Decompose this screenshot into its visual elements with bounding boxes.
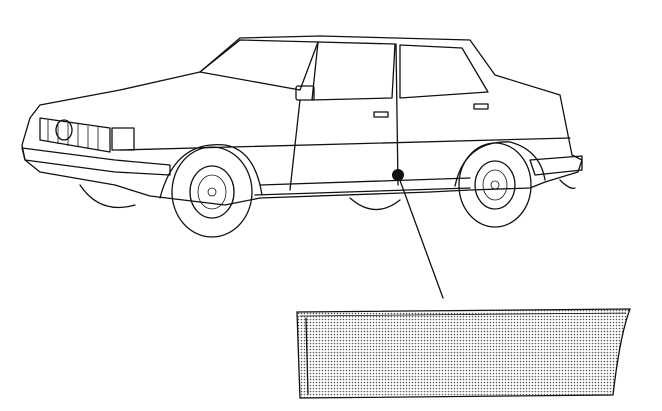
repair-panel bbox=[296, 308, 631, 399]
callout bbox=[392, 169, 444, 299]
car-illustration bbox=[21, 35, 583, 238]
callout-leader-line bbox=[397, 174, 444, 299]
